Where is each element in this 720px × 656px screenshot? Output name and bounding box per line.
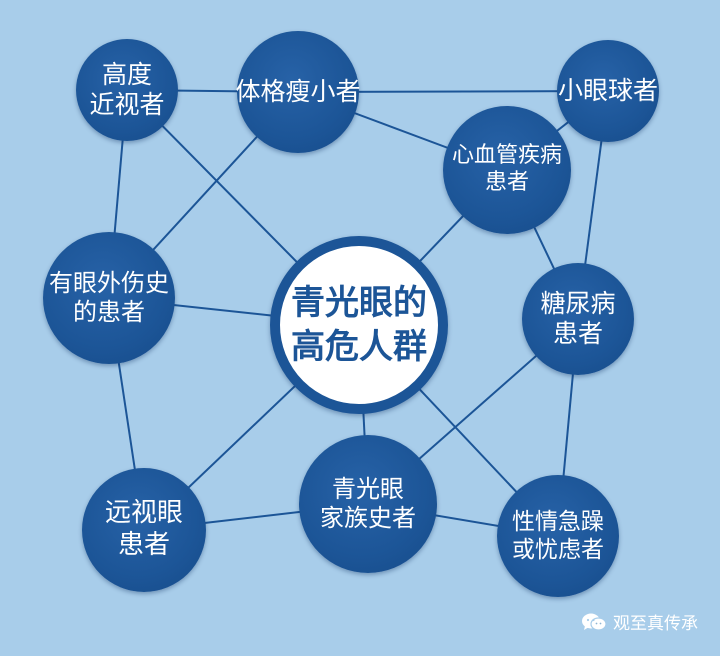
node-hyperopia: 远视眼 患者 — [82, 468, 206, 592]
node-label-line: 性情急躁 — [512, 508, 604, 535]
node-label-line: 患者 — [552, 319, 603, 348]
node-label-line: 近视者 — [89, 90, 165, 119]
node-family-history: 青光眼 家族史者 — [299, 435, 437, 573]
node-label-line: 心血管疾病 — [451, 143, 562, 169]
node-label-line: 患者 — [117, 530, 170, 560]
node-label-line: 糖尿病 — [540, 288, 616, 318]
node-label-line: 体格瘦小者 — [235, 76, 361, 106]
node-diabetes: 糖尿病 患者 — [522, 263, 634, 375]
node-label-line: 青光眼 — [332, 474, 404, 503]
wechat-icon — [582, 613, 607, 631]
node-label-line: 或忧虑者 — [512, 537, 604, 563]
node-anxious: 性情急躁 或忧虑者 — [497, 475, 619, 597]
node-label-line: 有眼外伤史 — [49, 268, 169, 297]
node-cardio: 心血管疾病 患者 — [443, 106, 571, 234]
node-label-line: 远视眼 — [104, 498, 183, 529]
node-high-myopia: 高度 近视者 — [76, 39, 178, 141]
node-eye-trauma: 有眼外伤史 的患者 — [43, 232, 175, 364]
center-label-line-1: 青光眼的 — [291, 282, 427, 323]
node-label-line: 的患者 — [73, 298, 145, 326]
node-small-thin: 体格瘦小者 — [235, 31, 361, 153]
node-label-line: 患者 — [484, 170, 529, 195]
node-label-line: 小眼球者 — [557, 75, 658, 105]
center-node: 青光眼的 高危人群 — [270, 236, 448, 414]
node-small-eyeball: 小眼球者 — [557, 40, 659, 142]
watermark-text: 观至真传承 — [613, 614, 698, 634]
node-label-line: 高度 — [101, 59, 152, 89]
watermark: 观至真传承 — [581, 609, 698, 634]
center-label-line-2: 高危人群 — [291, 327, 427, 367]
node-label-line: 家族史者 — [320, 504, 416, 532]
